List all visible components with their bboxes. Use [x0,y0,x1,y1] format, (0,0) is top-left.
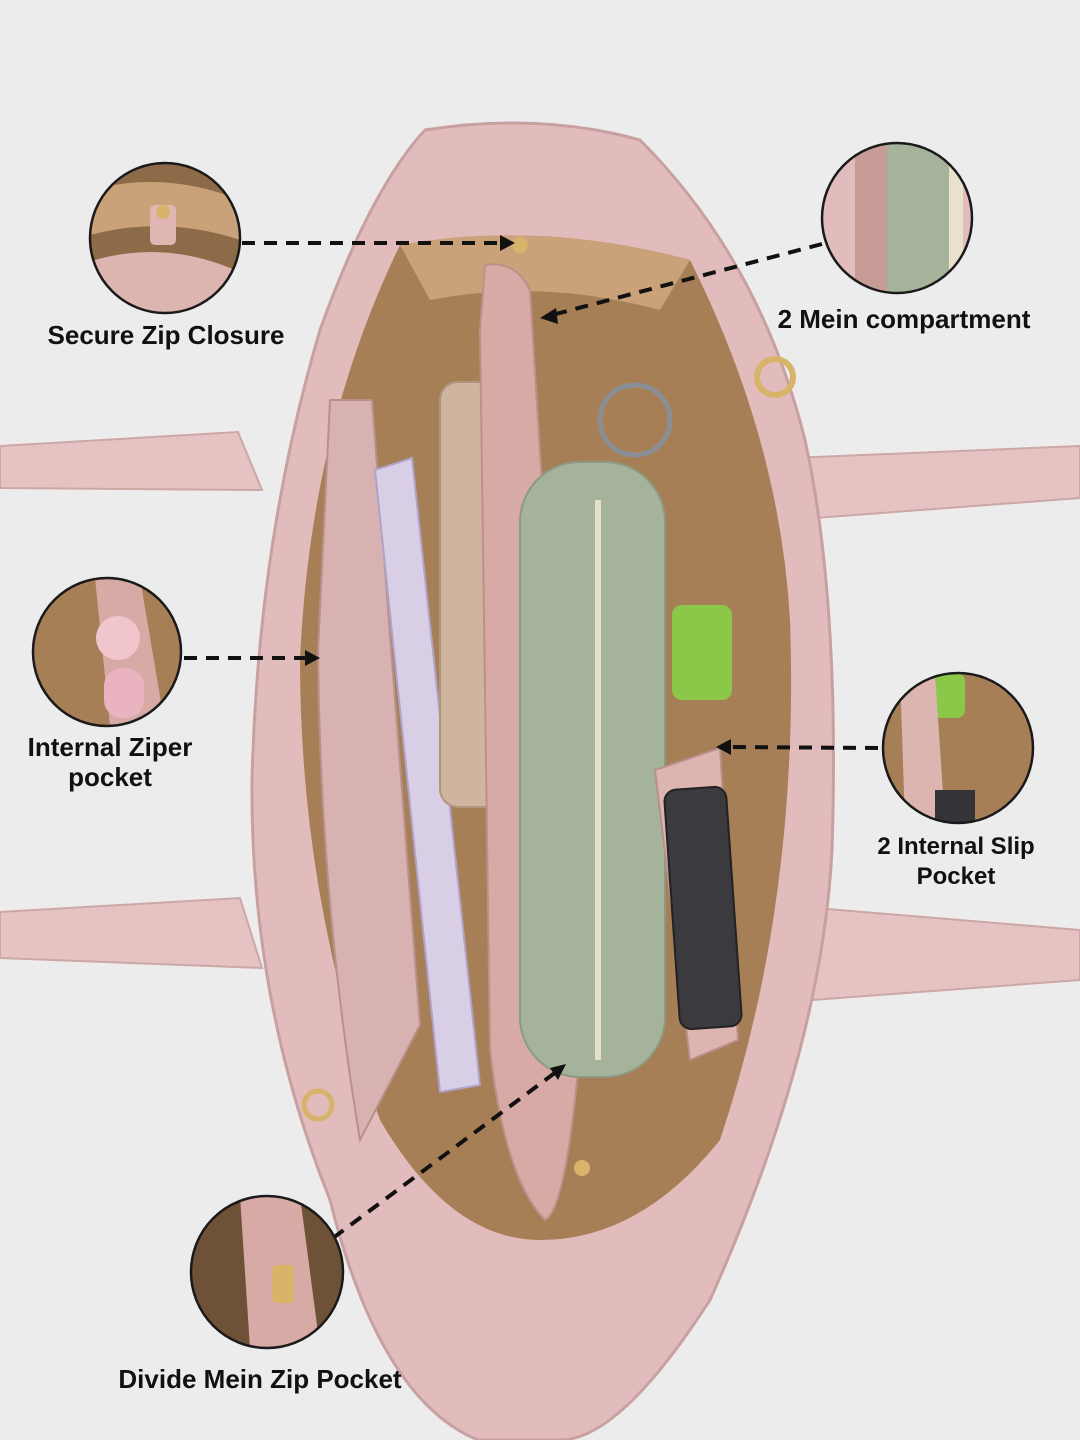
bag-handles [0,430,1080,1002]
callout-label-slip-pocket: 2 Internal Slip Pocket [877,833,1035,890]
bag-contents [301,237,796,1222]
callout-label-internal-zip: Internal Ziper pocket [27,732,193,792]
callout-arrows [184,235,879,1240]
zoom-detail-main-compartment [820,141,974,295]
callout-label-secure-zip: Secure Zip Closure [47,320,285,350]
zoom-detail-slip-pocket [881,671,1035,825]
callout-label-main-compartment: 2 Mein compartment [777,304,1031,334]
zoom-detail-internal-zip [31,576,183,728]
zoom-detail-secure-zip [88,161,242,315]
zoom-detail-divide-zip [189,1194,345,1350]
callout-label-divide-zip: Divide Mein Zip Pocket [118,1364,402,1394]
